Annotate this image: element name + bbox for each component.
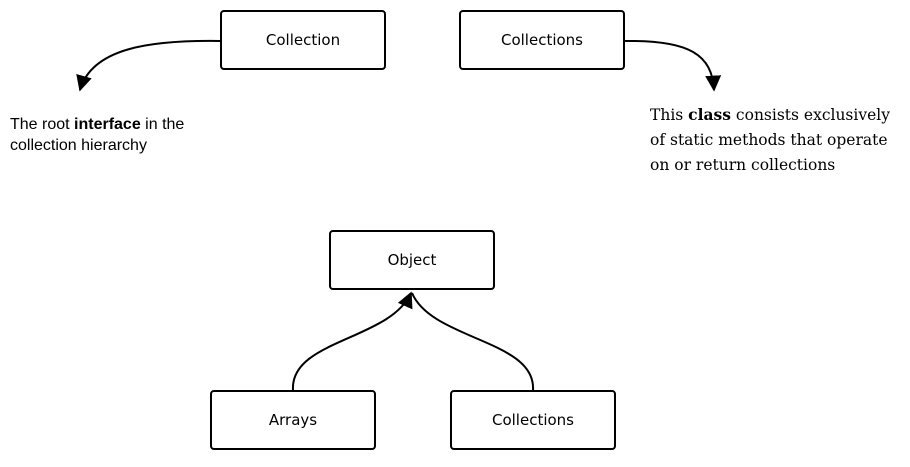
object-class-label: Object [387,251,437,269]
collection-interface-label: Collection [265,31,341,49]
arrays-inherits-arrow [291,291,413,391]
collection-note-arrow [76,39,221,92]
collection-note: The root interface in the collection hie… [10,114,240,156]
collections-note-text-before: This [650,106,689,124]
collection-note-text-after: in the collection hierarchy [10,116,185,154]
collections-subclass-box: Collections [450,390,616,450]
collection-note-text-before: The root [10,116,75,133]
collections-note: This class consists exclusively of stati… [650,102,908,178]
collections-note-arrow [624,39,722,92]
collections-note-text-after: consists exclusively of static methods t… [650,106,890,174]
collections-class-label: Collections [500,31,583,49]
collection-note-text-bold: interface [74,116,141,133]
collections-class-box: Collections [459,10,625,70]
collections-note-text-bold: class [688,105,731,124]
arrays-class-box: Arrays [210,390,376,450]
collection-interface-box: Collection [220,10,386,70]
collections-subclass-label: Collections [491,411,574,429]
object-class-box: Object [329,230,495,290]
collections-inherits-arrow [411,292,535,391]
arrays-class-label: Arrays [268,411,318,429]
